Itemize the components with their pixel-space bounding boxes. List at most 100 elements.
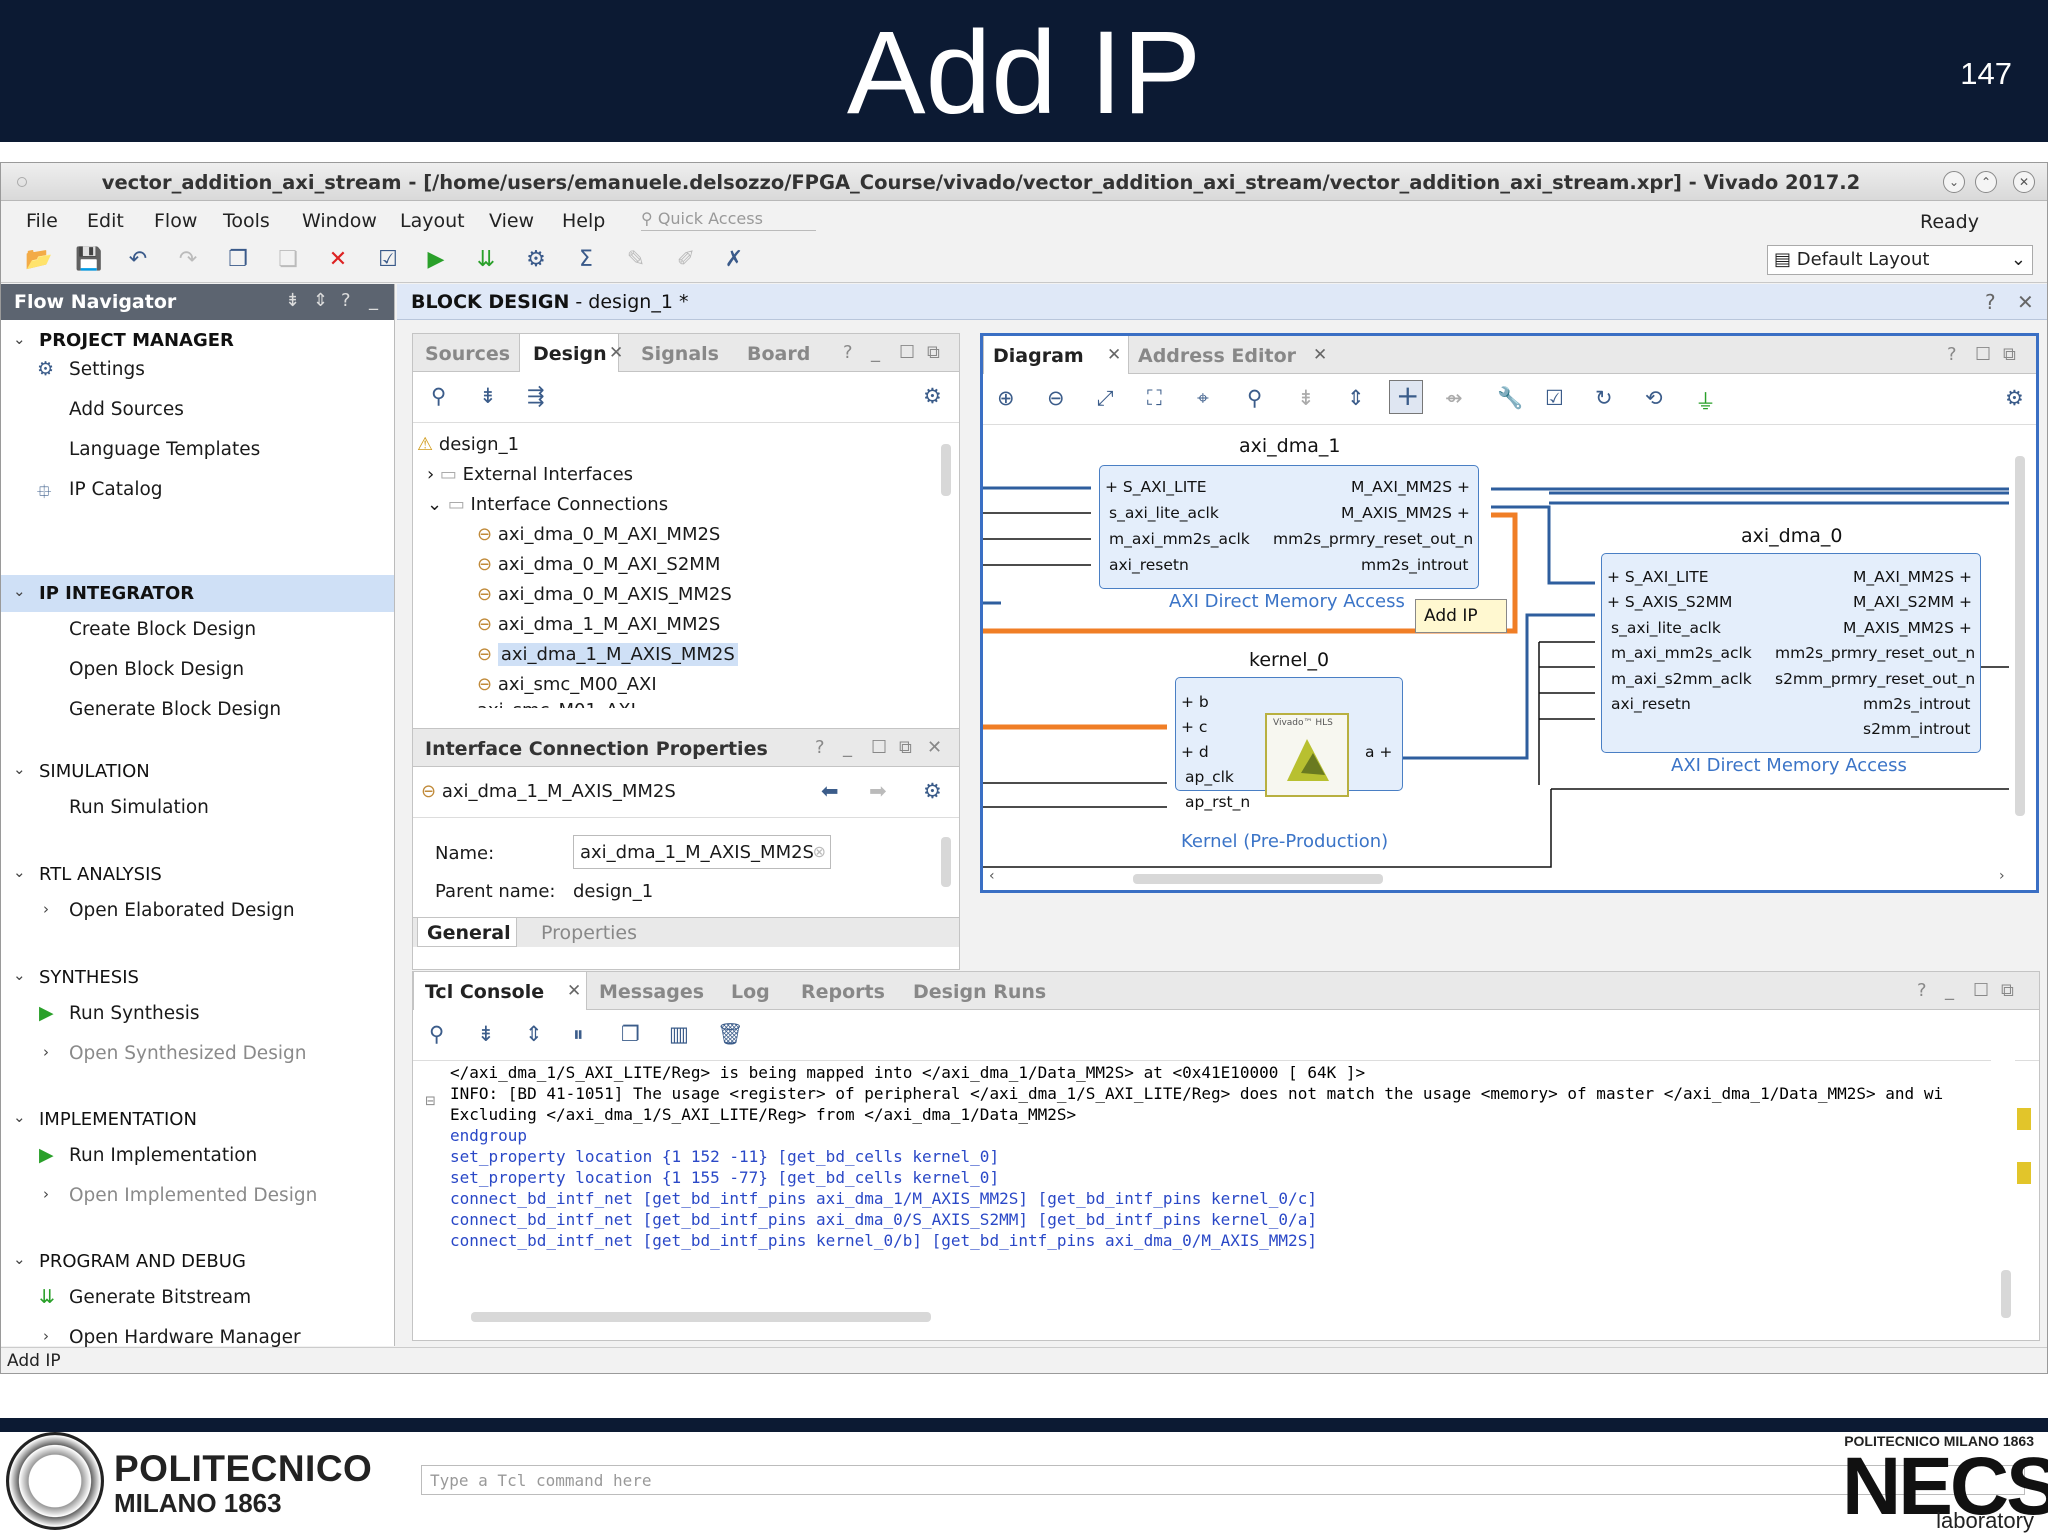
pin[interactable]: axi_resetn: [1611, 695, 1691, 713]
menu-tools[interactable]: Tools: [223, 210, 270, 232]
nav-settings[interactable]: Settings: [69, 359, 145, 380]
chevron-right-icon[interactable]: ›: [43, 1185, 49, 1203]
pin[interactable]: mm2s_prmry_reset_out_n: [1273, 530, 1474, 548]
nav-add-sources[interactable]: Add Sources: [69, 399, 184, 420]
zoom-in-icon[interactable]: ⊕: [997, 386, 1015, 410]
tab-address-editor[interactable]: Address Editor: [1138, 345, 1296, 367]
horizontal-scrollbar[interactable]: [1133, 874, 1383, 884]
columns-icon[interactable]: ▥: [669, 1022, 689, 1046]
chevron-down-icon[interactable]: ⌄: [13, 760, 26, 778]
minimize-icon[interactable]: _: [369, 290, 378, 311]
pin[interactable]: M_AXI_S2MM +: [1853, 593, 1972, 611]
tree-item[interactable]: ⊖ axi_dma_0_M_AXI_S2MM: [477, 554, 720, 575]
tab-design[interactable]: Design: [533, 343, 607, 365]
nav-language-templates[interactable]: Language Templates: [69, 439, 261, 460]
nav-run-implementation[interactable]: Run Implementation: [69, 1145, 258, 1166]
section-program-and-debug[interactable]: PROGRAM AND DEBUG: [39, 1251, 246, 1272]
pin[interactable]: s2mm_prmry_reset_out_n: [1775, 670, 1976, 688]
nav-open-synthesized-design[interactable]: Open Synthesized Design: [69, 1043, 307, 1064]
pin[interactable]: s2mm_introut: [1863, 720, 1971, 738]
search-icon[interactable]: ⚲: [429, 1022, 445, 1046]
gear-icon[interactable]: ⚙: [526, 247, 546, 272]
zoom-area-icon[interactable]: ⛶: [1147, 386, 1162, 410]
forward-arrow-icon[interactable]: ➡: [869, 779, 887, 803]
tree-interface-connections[interactable]: ⌄ ▭ Interface Connections: [427, 494, 668, 515]
redo-icon[interactable]: ↷: [178, 247, 198, 272]
expand-all-icon[interactable]: ⇕: [1347, 386, 1365, 410]
close-icon[interactable]: ✕: [567, 981, 582, 1001]
zoom-out-icon[interactable]: ⊖: [1047, 386, 1065, 410]
open-folder-icon[interactable]: 📂: [25, 247, 53, 272]
pin[interactable]: + d: [1181, 743, 1209, 761]
float-icon[interactable]: ⧉: [2003, 344, 2016, 365]
gear-icon[interactable]: ⚙: [2005, 386, 2024, 410]
pin[interactable]: axi_resetn: [1109, 556, 1189, 574]
tab-messages[interactable]: Messages: [599, 981, 705, 1003]
close-icon[interactable]: ✕: [2017, 290, 2034, 314]
tree-item[interactable]: ⊖ axi_dma_1_M_AXI_MM2S: [477, 614, 720, 635]
pin[interactable]: + S_AXI_LITE: [1607, 568, 1709, 586]
tree-item[interactable]: ⊖ axi_dma_0_M_AXI_MM2S: [477, 524, 720, 545]
x-tool-icon[interactable]: ✗: [724, 247, 744, 272]
quick-access-input[interactable]: ⚲ Quick Access: [641, 209, 816, 231]
layout-select[interactable]: ▤ Default Layout⌄: [1767, 245, 2033, 275]
tab-sources[interactable]: Sources: [425, 343, 511, 365]
menu-edit[interactable]: Edit: [87, 210, 124, 232]
pin[interactable]: mm2s_introut: [1863, 695, 1971, 713]
wire-highlighted[interactable]: [983, 512, 1518, 634]
pin[interactable]: + S_AXI_LITE: [1105, 478, 1207, 496]
tab-diagram[interactable]: Diagram: [993, 345, 1084, 367]
tree-item-selected[interactable]: ⊖ axi_dma_1_M_AXIS_MM2S: [477, 643, 738, 666]
section-simulation[interactable]: SIMULATION: [39, 761, 150, 782]
back-arrow-icon[interactable]: ⬅: [821, 779, 839, 803]
pin[interactable]: m_axi_mm2s_aclk: [1611, 644, 1752, 662]
help-icon[interactable]: ?: [815, 737, 825, 758]
pin[interactable]: M_AXIS_MM2S +: [1341, 504, 1470, 522]
tree-item[interactable]: ⊖ axi_dma_0_M_AXIS_MM2S: [477, 584, 732, 605]
pin[interactable]: mm2s_prmry_reset_out_n: [1775, 644, 1976, 662]
collapse-all-icon[interactable]: ⇟: [477, 1022, 495, 1046]
section-rtl-analysis[interactable]: RTL ANALYSIS: [39, 864, 162, 885]
tree-item[interactable]: ⊖ axi_smc_M00_AXI: [477, 674, 657, 695]
chevron-down-icon[interactable]: ⌄: [13, 582, 26, 600]
close-window-button[interactable]: ✕: [2013, 171, 2035, 193]
nav-ip-catalog[interactable]: IP Catalog: [69, 479, 163, 500]
scroll-right-icon[interactable]: ›: [1999, 868, 2005, 884]
tree-design-root[interactable]: ⚠ design_1: [417, 434, 519, 455]
chevron-down-icon[interactable]: ⌄: [13, 1250, 26, 1268]
pin[interactable]: M_AXIS_MM2S +: [1843, 619, 1972, 637]
sigma-icon[interactable]: Σ: [579, 247, 593, 272]
expand-all-icon[interactable]: ⇕: [525, 1022, 543, 1046]
section-project-manager[interactable]: PROJECT MANAGER: [39, 330, 234, 351]
tab-general[interactable]: General: [427, 922, 511, 944]
wrench-icon[interactable]: 🔧: [1497, 386, 1524, 410]
nav-open-elaborated-design[interactable]: Open Elaborated Design: [69, 900, 295, 921]
copy-icon[interactable]: ❐: [228, 247, 248, 272]
section-synthesis[interactable]: SYNTHESIS: [39, 967, 139, 988]
wire[interactable]: [1491, 505, 1595, 585]
minimize-icon[interactable]: _: [1945, 980, 1954, 1001]
gear-icon[interactable]: ⚙: [923, 384, 942, 408]
make-external-icon[interactable]: ⇴: [1445, 386, 1463, 410]
fold-icon[interactable]: ⊟: [425, 1094, 436, 1109]
collapse-all-icon[interactable]: ⇟: [479, 384, 497, 408]
pin[interactable]: s_axi_lite_aclk: [1109, 504, 1219, 522]
nav-run-synthesis[interactable]: Run Synthesis: [69, 1003, 200, 1024]
vertical-scrollbar[interactable]: [2015, 456, 2025, 816]
pin[interactable]: a +: [1365, 743, 1392, 761]
pin[interactable]: m_axi_mm2s_aclk: [1109, 530, 1250, 548]
zoom-fit-icon[interactable]: ⤢: [1097, 386, 1114, 410]
nav-open-hardware-manager[interactable]: Open Hardware Manager: [69, 1327, 301, 1348]
regenerate-layout-icon[interactable]: ⟲: [1645, 386, 1663, 410]
nav-open-implemented-design[interactable]: Open Implemented Design: [69, 1185, 318, 1206]
maximize-icon[interactable]: ☐: [871, 737, 888, 758]
minimize-icon[interactable]: _: [871, 342, 880, 363]
name-field[interactable]: axi_dma_1_M_AXIS_MM2S ⊗: [573, 835, 831, 869]
float-icon[interactable]: ⧉: [927, 342, 940, 363]
menu-layout[interactable]: Layout: [400, 210, 465, 232]
search-icon[interactable]: ⚲: [1247, 386, 1263, 410]
close-icon[interactable]: ✕: [1313, 345, 1328, 365]
float-icon[interactable]: ⧉: [899, 737, 912, 758]
help-icon[interactable]: ?: [341, 290, 351, 311]
pin[interactable]: s_axi_lite_aclk: [1611, 619, 1721, 637]
